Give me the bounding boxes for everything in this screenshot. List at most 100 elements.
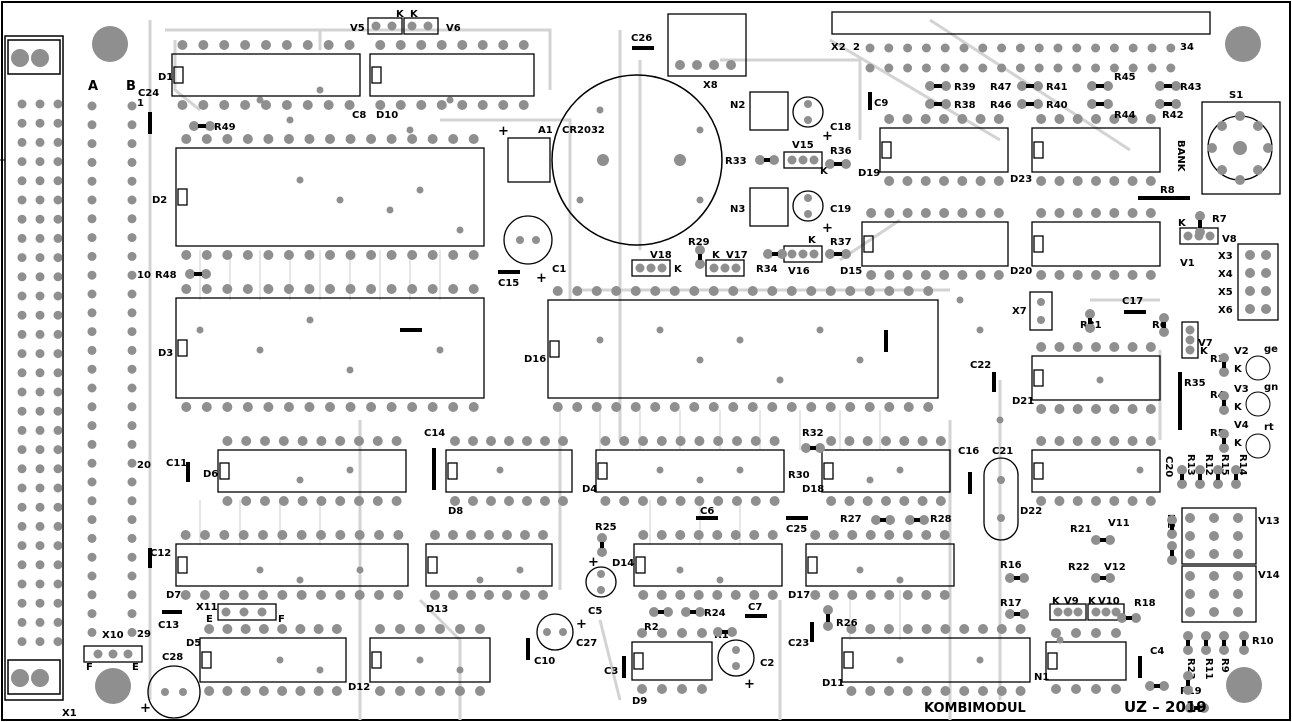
label-c20: C20: [1163, 456, 1174, 477]
label-x3: X3: [1218, 251, 1233, 262]
label-c6: C6: [700, 506, 714, 517]
label-r49: R49: [214, 122, 236, 133]
label-x7: X7: [1012, 306, 1027, 317]
label-x8: X8: [703, 80, 718, 91]
label-r27: R27: [840, 514, 862, 525]
label-gn: gn: [1264, 382, 1278, 393]
label-c26: C26: [631, 33, 652, 44]
connector-x1: X1: [0, 35, 77, 719]
label-c28: C28: [162, 652, 183, 663]
label-r17: R17: [1000, 598, 1022, 609]
ic-label-d17: D17: [788, 590, 810, 601]
connector-x8: X8: [667, 13, 747, 91]
component-labels: V5 V6 K K C26 C24 R49 C8 N2 C18 + R33 V1…: [86, 9, 1280, 716]
label-c25: C25: [786, 524, 807, 535]
ic-labels: D1 D10 D2 D3 D16 D19 D23 D15 D20 D21 D6 …: [152, 72, 1049, 707]
label-r7: R7: [1212, 214, 1227, 225]
label-c17: C17: [1122, 296, 1143, 307]
label-c11: C11: [166, 458, 187, 469]
ic-label-d8: D8: [448, 506, 463, 517]
label-r12: R12: [1203, 454, 1214, 476]
label-c15: C15: [498, 278, 519, 289]
x2-pins: [865, 43, 1176, 73]
label-v17: V17: [726, 250, 748, 261]
ic-label-d9: D9: [632, 696, 647, 707]
ic-label-d10: D10: [376, 110, 398, 121]
ic-label-d11: D11: [822, 678, 844, 689]
mounting-holes: [92, 26, 1262, 704]
label-x5: X5: [1218, 287, 1233, 298]
label-r11: R11: [1203, 658, 1214, 680]
c27-plus: +: [576, 617, 587, 632]
ic-packages: [171, 40, 1161, 696]
label-rt: rt: [1264, 422, 1274, 433]
c5-plus: +: [588, 555, 599, 570]
label-c21: C21: [992, 446, 1013, 457]
row-10-label: 10: [137, 270, 151, 281]
label-s1: S1: [1229, 90, 1243, 101]
label-r36: R36: [830, 146, 852, 157]
connector-x3-x6: X3 X4 X5 X6: [1218, 243, 1279, 321]
ic-label-d19: D19: [858, 168, 880, 179]
label-r38: R38: [954, 100, 976, 111]
ic-label-d4: D4: [582, 484, 597, 495]
label-r34: R34: [756, 264, 778, 275]
label-k-v17: K: [712, 250, 721, 261]
label-k-v4: K: [1234, 438, 1243, 449]
label-r26: R26: [836, 618, 858, 629]
c1-plus: +: [536, 271, 547, 286]
label-k-v8: K: [1178, 218, 1187, 229]
label-k-v9: K: [1052, 596, 1061, 607]
label-c5: C5: [588, 606, 602, 617]
column-b-label: B: [126, 79, 136, 94]
label-r42: R42: [1162, 110, 1184, 121]
label-x10: X10: [102, 630, 124, 641]
label-v14: V14: [1258, 570, 1280, 581]
label-v2: V2: [1234, 346, 1249, 357]
ic-label-d16: D16: [524, 354, 546, 365]
switch-s1: S1 BANK: [1175, 90, 1281, 195]
ic-label-d2: D2: [152, 195, 167, 206]
label-v7: V7: [1198, 338, 1213, 349]
capacitor-bars: [148, 46, 1190, 678]
label-v12: V12: [1104, 562, 1126, 573]
label-r22: R22: [1068, 562, 1090, 573]
label-k-v16: K: [808, 235, 817, 246]
row-1-label: 1: [137, 98, 144, 109]
label-v6: V6: [446, 23, 461, 34]
x2-label: X2: [831, 42, 846, 53]
label-n3: N3: [730, 204, 745, 215]
label-r37: R37: [830, 237, 852, 248]
label-c24: C24: [138, 88, 159, 99]
battery-plus: +: [498, 124, 509, 139]
label-v18: V18: [650, 250, 672, 261]
label-r15: R15: [1219, 454, 1230, 476]
ic-label-d3: D3: [158, 348, 173, 359]
label-r41: R41: [1046, 82, 1068, 93]
label-k-v3: K: [1234, 402, 1243, 413]
bank-label: BANK: [1175, 140, 1186, 173]
connector-x2: X2 2 34: [831, 11, 1211, 53]
label-k-v2: K: [1234, 364, 1243, 375]
label-v16: V16: [788, 266, 810, 277]
label-v3: V3: [1234, 384, 1249, 395]
label-r30: R30: [788, 470, 810, 481]
ic-label-d13: D13: [426, 604, 448, 615]
small-footprints: [83, 17, 1219, 663]
label-v13: V13: [1258, 516, 1280, 527]
label-r24: R24: [704, 608, 726, 619]
ic-label-d21: D21: [1012, 396, 1034, 407]
label-k-v5: K: [396, 9, 405, 20]
label-v4: V4: [1234, 420, 1249, 431]
label-k-v7: K: [1200, 346, 1209, 357]
label-c13: C13: [158, 620, 179, 631]
row-20-label: 20: [137, 460, 151, 471]
label-v11: V11: [1108, 518, 1130, 529]
label-r46: R46: [990, 100, 1012, 111]
ic-label-d15: D15: [840, 266, 862, 277]
label-r6: R6: [1152, 320, 1167, 331]
label-r32: R32: [802, 428, 824, 439]
ab-pin-rows: [87, 101, 137, 637]
label-v10: V10: [1098, 596, 1120, 607]
